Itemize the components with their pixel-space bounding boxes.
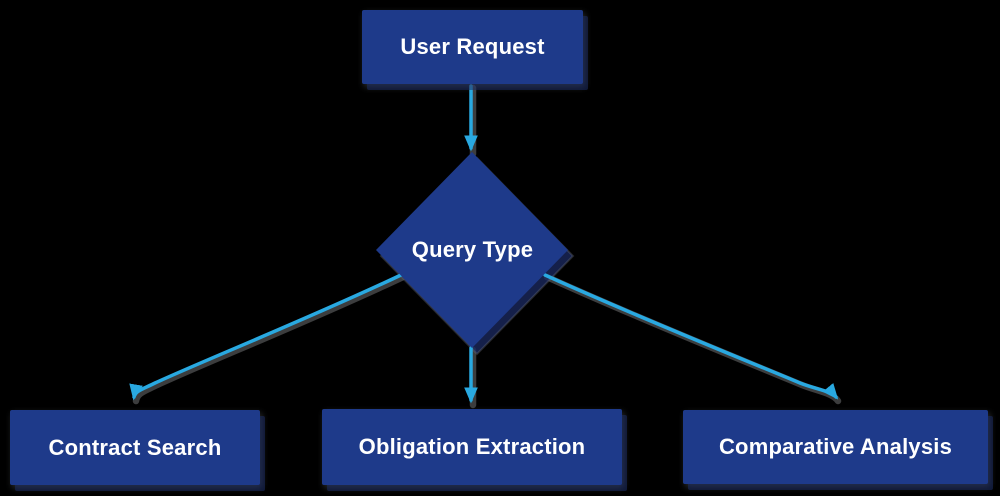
node-comparative-analysis: Comparative Analysis — [683, 410, 988, 484]
node-comparative-analysis-label: Comparative Analysis — [718, 434, 953, 459]
node-user-request-label: User Request — [400, 34, 545, 59]
node-query-type-diamond — [376, 152, 568, 348]
edge-query-type-to-contract-search — [129, 273, 403, 401]
node-contract-search: Contract Search — [10, 410, 260, 485]
node-obligation-extraction: Obligation Extraction — [322, 409, 622, 485]
edge-query-type-to-comparative-analysis — [543, 273, 839, 400]
node-user-request: User Request — [362, 10, 583, 84]
node-obligation-extraction-label: Obligation Extraction — [358, 434, 586, 459]
edge-query-type-to-contract-search-shadow — [132, 273, 407, 405]
node-contract-search-label: Contract Search — [48, 434, 222, 460]
